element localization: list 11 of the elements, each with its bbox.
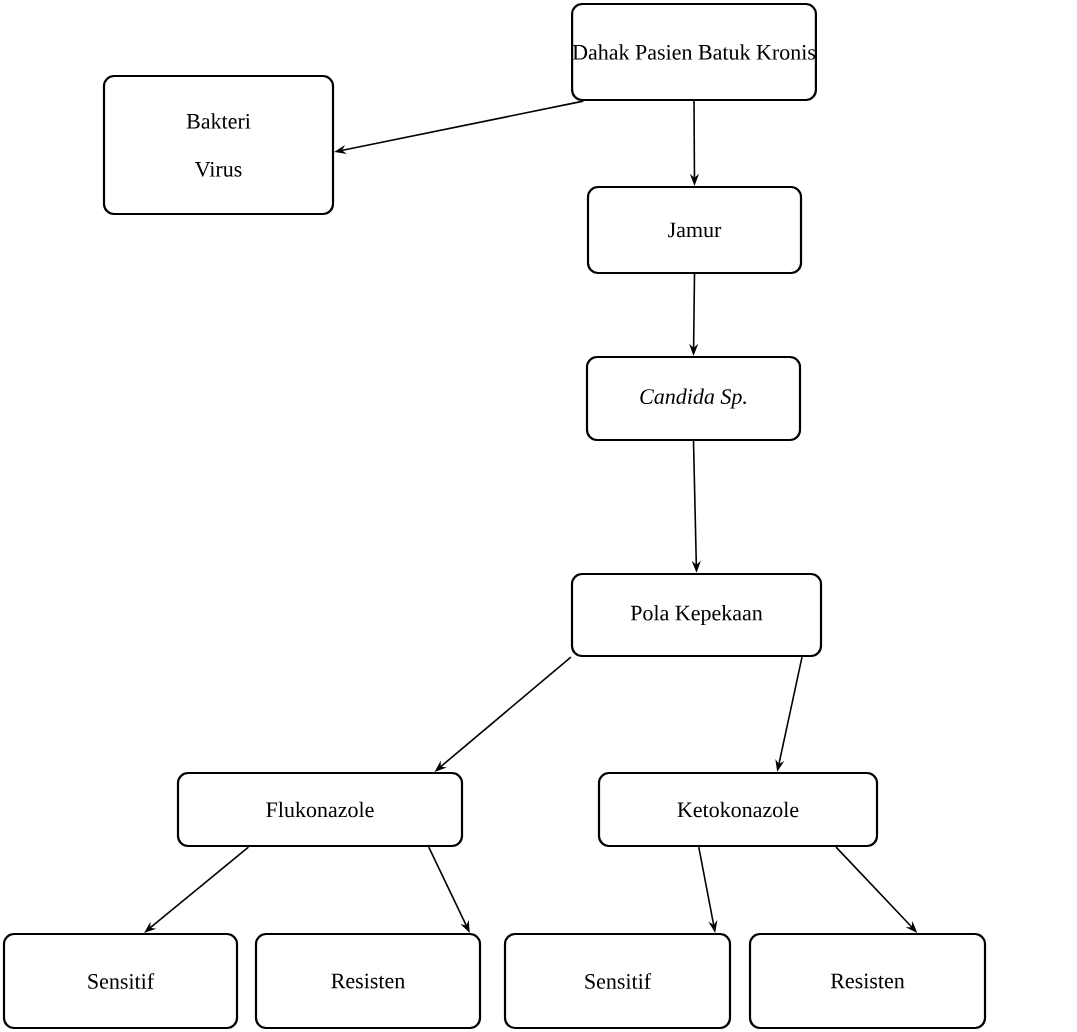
process-box: Flukonazole [176, 771, 464, 848]
process-box: Sensitif [2, 932, 239, 1030]
process-box: Sensitif [503, 932, 732, 1030]
process-box: Bakteri Virus [102, 74, 335, 216]
process-box: Jamur [586, 185, 803, 275]
process-box: Candida Sp. [585, 355, 802, 442]
process-box: Dahak Pasien Batuk Kronis [571, 2, 817, 102]
process-box: Resisten [748, 932, 987, 1030]
process-box: Resisten [254, 932, 482, 1030]
process-box: Pola Kepekaan [570, 572, 823, 658]
process-box: Ketokonazole [597, 771, 879, 848]
